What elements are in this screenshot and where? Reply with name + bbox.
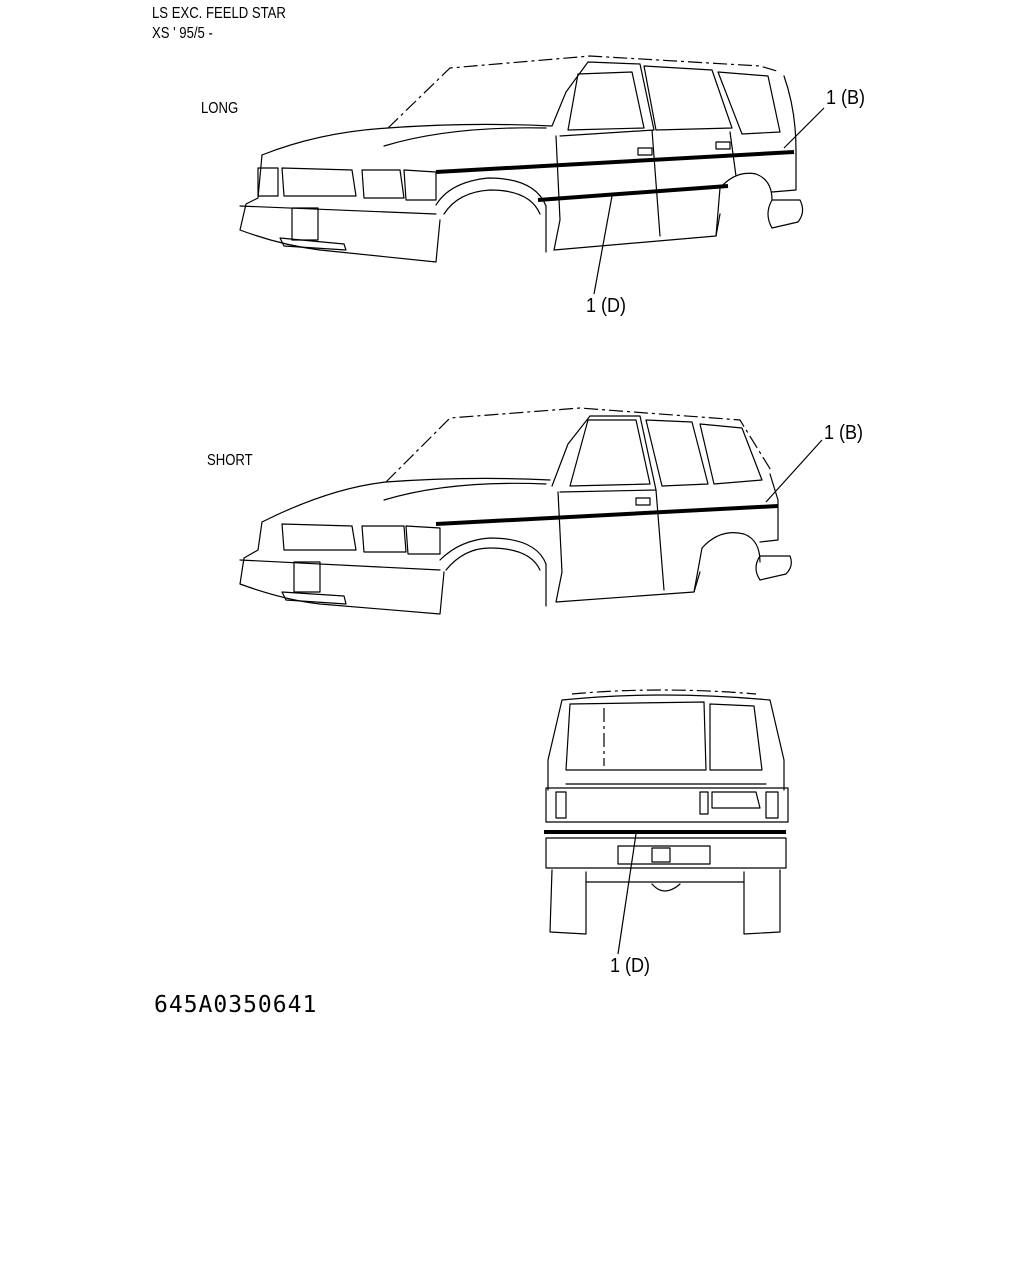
callout-rear-1d: 1 (D) [610,955,651,977]
label-long: LONG [201,100,239,117]
header-title: LS EXC. FEELD STAR [152,5,286,22]
vehicle-rear-view [544,689,789,935]
vehicle-short-side-view [239,407,792,615]
label-short: SHORT [207,452,253,469]
callout-long-1d: 1 (D) [586,295,627,317]
callout-long-1b: 1 (B) [826,87,866,109]
leader-short-1b [765,439,823,503]
leader-long-1b [783,107,825,149]
header-model-year: XS ' 95/5 - [152,25,213,42]
part-number: 645A0350641 [154,992,318,1018]
leader-rear-1d [617,833,637,955]
vehicle-long-side-view [239,55,804,263]
callout-short-1b: 1 (B) [824,422,864,444]
leader-long-1d [593,195,613,295]
